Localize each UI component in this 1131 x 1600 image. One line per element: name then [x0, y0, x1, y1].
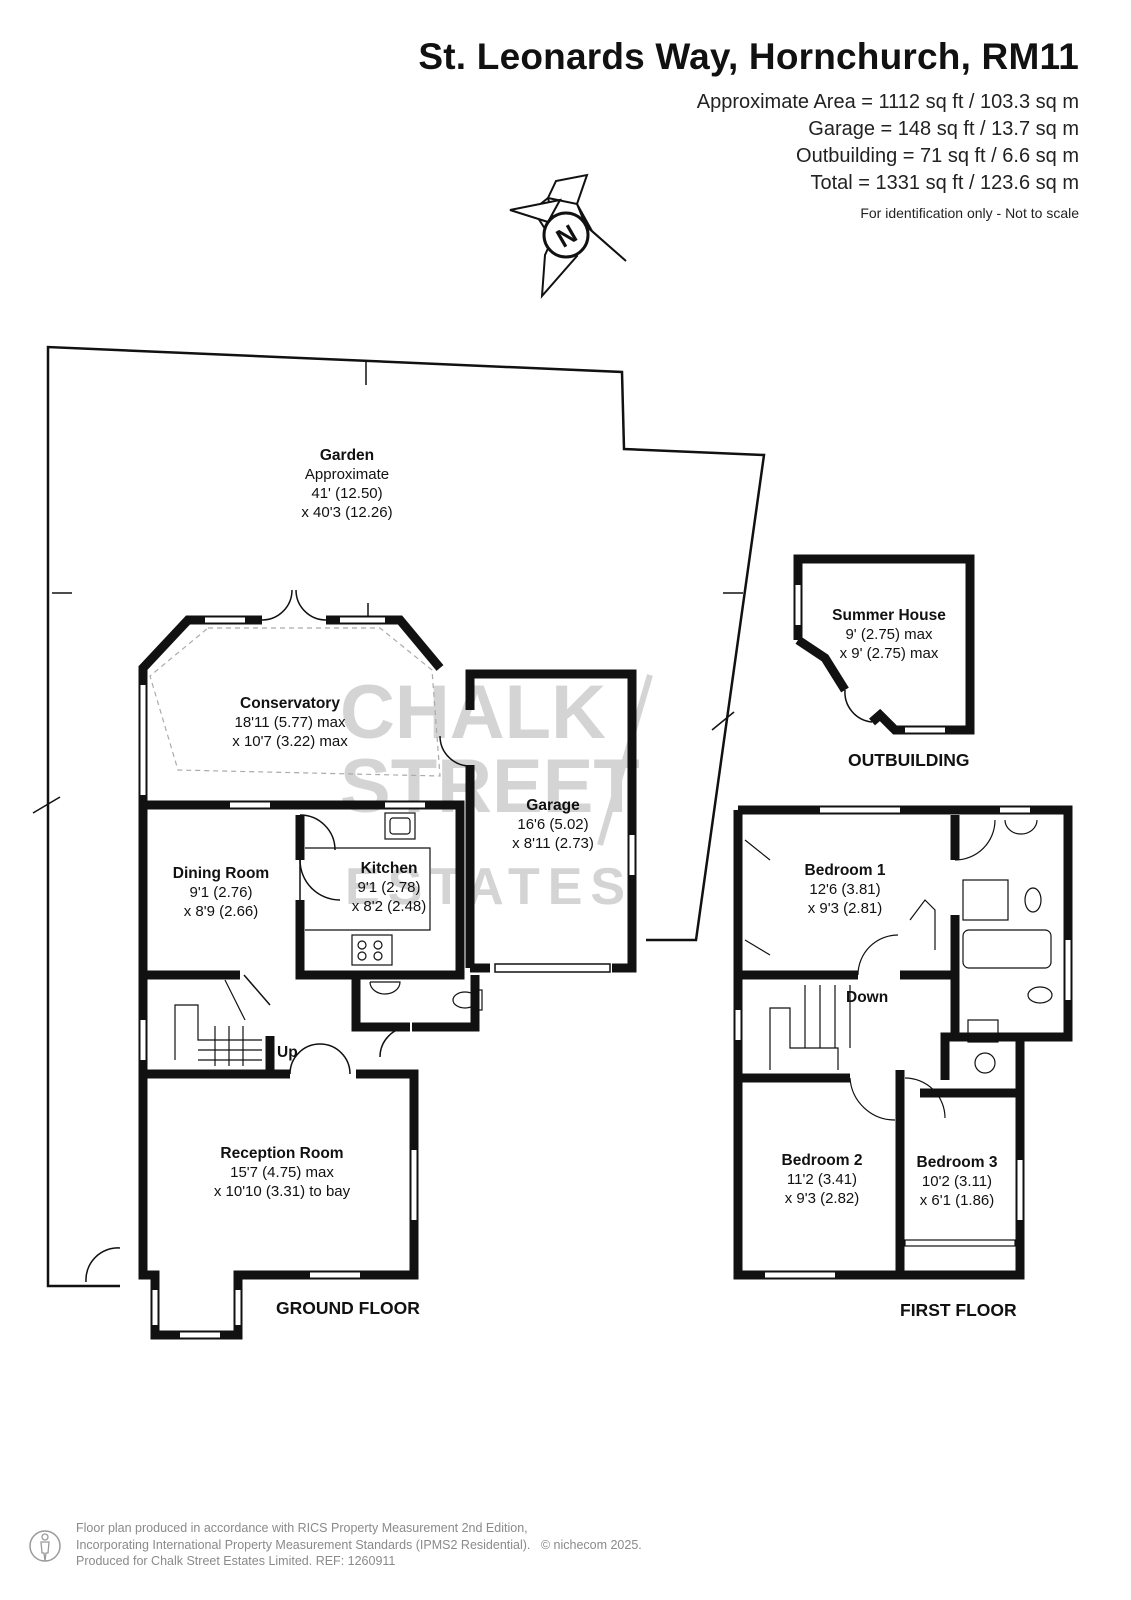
- scale-note: For identification only - Not to scale: [860, 205, 1079, 221]
- ground-floor-doors: [243, 814, 411, 1075]
- room-bedroom-3: Bedroom 3 10'2 (3.11) x 6'1 (1.86): [917, 1154, 998, 1209]
- room-garage: Garage 16'6 (5.02) x 8'11 (2.73): [512, 797, 594, 852]
- watermark: CHALK STREET ESTATES: [340, 670, 653, 916]
- summer-name: Summer House: [832, 607, 946, 624]
- room-bedroom-2: Bedroom 2 11'2 (3.41) x 9'3 (2.82): [782, 1152, 863, 1207]
- bed2-dim-1: 11'2 (3.41): [787, 1171, 857, 1188]
- summer-house-walls: [793, 554, 975, 735]
- bed3-name: Bedroom 3: [917, 1154, 998, 1171]
- conservatory-name: Conservatory: [240, 695, 340, 712]
- area-outbuilding: Outbuilding = 71 sq ft / 6.6 sq m: [796, 145, 1079, 167]
- dining-dim-1: 9'1 (2.76): [190, 884, 253, 901]
- room-dining: Dining Room 9'1 (2.76) x 8'9 (2.66): [173, 865, 269, 920]
- kitchen-dim-1: 9'1 (2.78): [358, 879, 421, 896]
- room-bedroom-1: Bedroom 1 12'6 (3.81) x 9'3 (2.81): [805, 862, 886, 917]
- conservatory-dim-1: 18'11 (5.77) max: [235, 714, 346, 731]
- garden-boundary: [46, 345, 766, 1288]
- first-floor-walls: [733, 805, 1073, 1280]
- footer-line-3: Produced for Chalk Street Estates Limite…: [76, 1554, 396, 1568]
- room-conservatory: Conservatory 18'11 (5.77) max x 10'7 (3.…: [232, 695, 348, 750]
- first-floor-label: FIRST FLOOR: [900, 1300, 1017, 1320]
- footer-copyright: © nichecom 2025.: [540, 1537, 642, 1552]
- bed3-dim-2: x 6'1 (1.86): [920, 1192, 995, 1209]
- stairs-up-label: Up: [277, 1044, 298, 1061]
- conservatory-walls: [138, 589, 471, 805]
- room-garden: Garden Approximate 41' (12.50) x 40'3 (1…: [301, 447, 392, 521]
- page-title: St. Leonards Way, Hornchurch, RM11: [418, 36, 1079, 77]
- garden-dim-3: x 40'3 (12.26): [301, 504, 392, 521]
- room-kitchen: Kitchen 9'1 (2.78) x 8'2 (2.48): [352, 860, 427, 915]
- watermark-line3: ESTATES: [345, 858, 633, 916]
- garage-door: [494, 963, 611, 973]
- area-total: Total = 1331 sq ft / 123.6 sq m: [810, 172, 1080, 194]
- area-summary: Approximate Area = 1112 sq ft / 103.3 sq…: [697, 89, 1079, 197]
- reception-dim-2: x 10'10 (3.31) to bay: [214, 1183, 351, 1200]
- garden-dim-2: 41' (12.50): [311, 485, 382, 502]
- stairs-ground: [174, 979, 262, 1066]
- reception-name: Reception Room: [220, 1145, 343, 1162]
- kitchen-name: Kitchen: [361, 860, 418, 877]
- stairs-down-label: Down: [846, 989, 888, 1006]
- room-summer-house: Summer House 9' (2.75) max x 9' (2.75) m…: [832, 607, 946, 662]
- summer-dim-1: 9' (2.75) max: [845, 626, 933, 643]
- garage-walls: [465, 669, 637, 973]
- wc-fittings: [369, 981, 483, 1011]
- dining-name: Dining Room: [173, 865, 269, 882]
- outbuilding-label: OUTBUILDING: [848, 750, 970, 770]
- footer-line-2: Incorporating International Property Mea…: [76, 1537, 642, 1554]
- area-garage: Garage = 148 sq ft / 13.7 sq m: [808, 118, 1079, 140]
- bed2-dim-2: x 9'3 (2.82): [785, 1190, 860, 1207]
- conservatory-dim-2: x 10'7 (3.22) max: [232, 733, 348, 750]
- bed1-name: Bedroom 1: [805, 862, 886, 879]
- ground-floor-walls: [138, 800, 480, 1340]
- compass-rose-icon: N: [509, 173, 627, 299]
- footer-line-1: Floor plan produced in accordance with R…: [76, 1521, 528, 1535]
- garage-name: Garage: [526, 797, 580, 814]
- dining-dim-2: x 8'9 (2.66): [184, 903, 259, 920]
- footer-line-2-text: Incorporating International Property Mea…: [76, 1537, 531, 1552]
- bed3-dim-1: 10'2 (3.11): [922, 1173, 992, 1190]
- summer-dim-2: x 9' (2.75) max: [840, 645, 939, 662]
- bed1-dim-1: 12'6 (3.81): [809, 881, 880, 898]
- garage-dim-1: 16'6 (5.02): [517, 816, 588, 833]
- reception-dim-1: 15'7 (4.75) max: [230, 1164, 334, 1181]
- first-floor-fittings: [744, 819, 1053, 1247]
- watermark-line2: STREET: [340, 744, 640, 829]
- garden-dim-1: Approximate: [305, 466, 389, 483]
- bed2-name: Bedroom 2: [782, 1152, 863, 1169]
- bed1-dim-2: x 9'3 (2.81): [808, 900, 883, 917]
- area-approximate: Approximate Area = 1112 sq ft / 103.3 sq…: [696, 91, 1079, 113]
- ground-floor-label: GROUND FLOOR: [276, 1298, 420, 1318]
- footer: Floor plan produced in accordance with R…: [76, 1520, 642, 1570]
- garden-name: Garden: [320, 447, 374, 464]
- kitchen-fittings: [305, 812, 431, 966]
- measurement-person-icon: [29, 1530, 61, 1562]
- room-reception: Reception Room 15'7 (4.75) max x 10'10 (…: [214, 1145, 351, 1200]
- kitchen-dim-2: x 8'2 (2.48): [352, 898, 427, 915]
- garage-dim-2: x 8'11 (2.73): [512, 835, 594, 852]
